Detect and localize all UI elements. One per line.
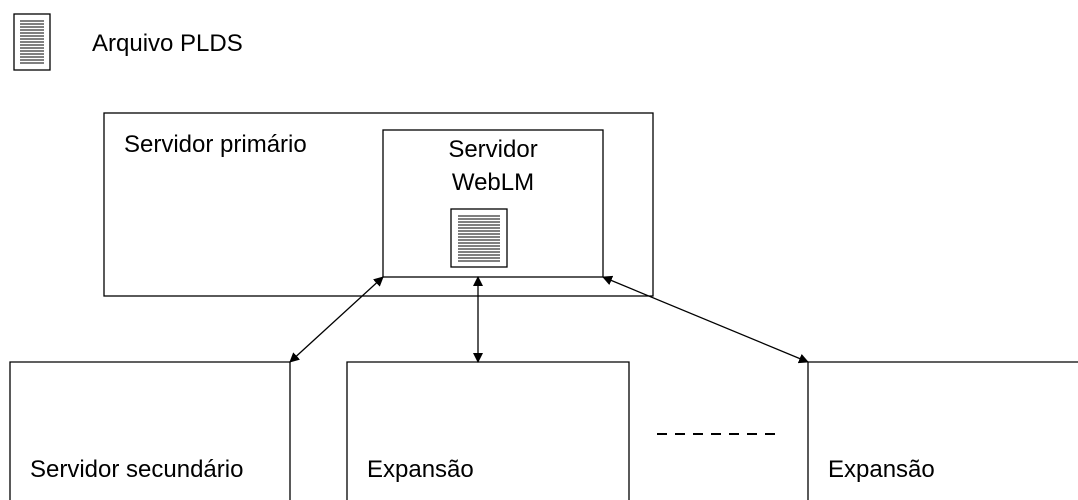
primary-server-label: Servidor primário bbox=[124, 131, 307, 158]
legend-label: Arquivo PLDS bbox=[92, 30, 243, 57]
secondary-server-label: Servidor secundário bbox=[30, 456, 244, 483]
weblm-label-line2: WebLM bbox=[451, 169, 535, 196]
legend-document-icon bbox=[13, 13, 51, 71]
arrow-weblm-secondary bbox=[289, 276, 384, 363]
arrow-weblm-expansion2 bbox=[602, 275, 809, 364]
weblm-document-icon bbox=[450, 208, 508, 268]
weblm-label-line1: Servidor bbox=[448, 136, 538, 163]
expansion-label-2: Expansão bbox=[828, 456, 935, 483]
expansion-box-1 bbox=[346, 361, 630, 500]
secondary-server-box bbox=[9, 361, 291, 500]
expansion-label-1: Expansão bbox=[367, 456, 474, 483]
